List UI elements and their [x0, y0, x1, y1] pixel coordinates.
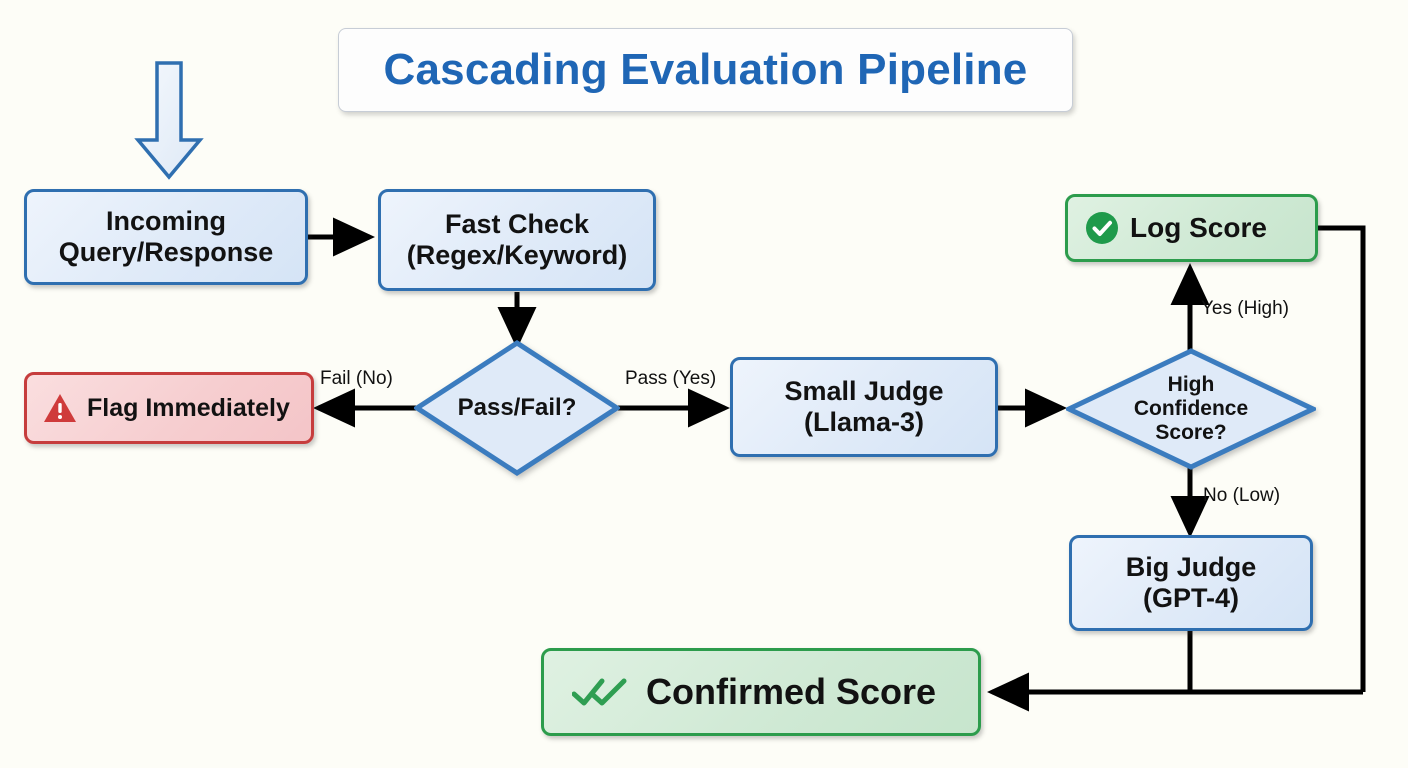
high-confidence-label: High Confidence Score?: [1066, 348, 1316, 470]
fastcheck-line1: Fast Check: [444, 208, 590, 239]
flag-label: Flag Immediately: [87, 393, 290, 422]
highconf-line2: Confidence: [1133, 397, 1249, 421]
check-circle-icon: [1084, 210, 1120, 246]
incoming-line1: Incoming: [105, 205, 226, 236]
node-log-score[interactable]: Log Score: [1065, 194, 1318, 262]
double-check-icon: [572, 675, 628, 709]
bigjudge-line1: Big Judge: [1125, 551, 1257, 582]
confirmed-score-label: Confirmed Score: [646, 671, 937, 713]
edge-label-yes-high: Yes (High): [1201, 298, 1290, 319]
bigjudge-line2: (GPT-4): [1142, 583, 1239, 613]
edge-label-fail-no: Fail (No): [320, 368, 393, 389]
edge-logscore-loop: [1318, 225, 1366, 692]
node-small-judge[interactable]: Small Judge (Llama-3): [730, 357, 998, 457]
node-confirmed-score[interactable]: Confirmed Score: [541, 648, 981, 736]
fastcheck-line2: (Regex/Keyword): [406, 240, 628, 270]
log-score-label: Log Score: [1130, 211, 1267, 243]
node-pass-fail-decision[interactable]: Pass/Fail?: [414, 340, 620, 476]
smalljudge-line1: Small Judge: [784, 375, 944, 406]
warning-triangle-icon: [43, 392, 77, 424]
edge-label-pass-yes: Pass (Yes): [625, 368, 717, 389]
highconf-line1: High: [1167, 373, 1215, 397]
edge-label-no-low: No (Low): [1203, 485, 1281, 506]
smalljudge-line2: (Llama-3): [803, 407, 924, 437]
page-title: Cascading Evaluation Pipeline: [338, 28, 1073, 112]
node-flag-immediately[interactable]: Flag Immediately: [24, 372, 314, 444]
node-big-judge[interactable]: Big Judge (GPT-4): [1069, 535, 1313, 631]
pass-fail-label: Pass/Fail?: [457, 394, 577, 422]
highconf-line3: Score?: [1155, 420, 1227, 444]
node-incoming-query-response[interactable]: Incoming Query/Response: [24, 189, 308, 285]
incoming-line2: Query/Response: [58, 237, 274, 267]
node-fast-check[interactable]: Fast Check (Regex/Keyword): [378, 189, 656, 291]
node-high-confidence-decision[interactable]: High Confidence Score?: [1066, 348, 1316, 470]
input-arrow-icon: [134, 61, 204, 180]
